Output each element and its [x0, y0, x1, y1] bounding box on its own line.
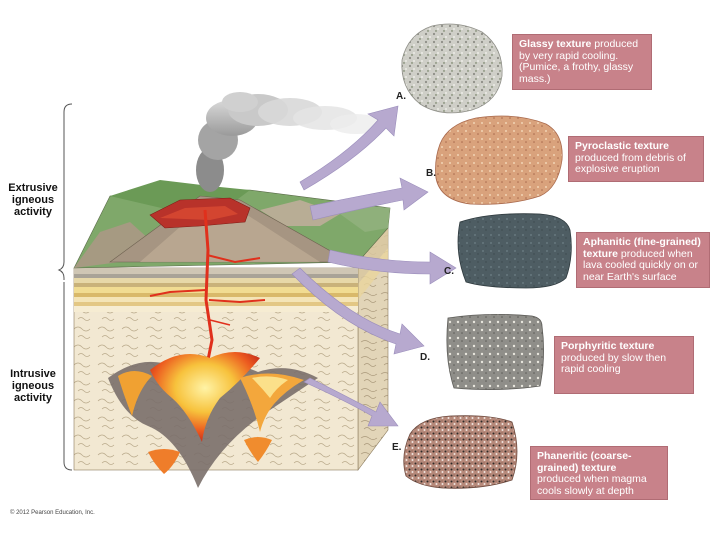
extrusive-label-line-2: igneous [11, 194, 55, 206]
caption-porphyritic: Porphyritic texture produced by slow the… [554, 336, 694, 394]
extrusive-label-line-3: activity [14, 206, 52, 218]
arrow-e [303, 377, 399, 427]
caption-glassy-text: produced by very rapid cooling. (Pumice,… [519, 38, 639, 85]
intrusive-bracket [63, 282, 73, 471]
caption-porphyritic-title: Porphyritic texture [561, 340, 655, 352]
caption-phaneritic-title: Phaneritic (coarse-grained) texture [537, 450, 632, 474]
intrusive-label-line-3: activity [14, 392, 52, 404]
caption-phaneritic-text: produced when magma cools slowly at dept… [537, 473, 647, 497]
letter-a: A. [396, 91, 406, 102]
caption-pyroclastic-title: Pyroclastic texture [575, 140, 669, 152]
letter-c: C. [444, 266, 454, 277]
letter-d: D. [420, 352, 430, 363]
arrow-c [327, 249, 457, 285]
intrusive-label: Intrusive igneous activity [2, 368, 64, 404]
arrow-a [299, 105, 399, 191]
caption-porphyritic-text: produced by slow then rapid cooling [561, 351, 667, 375]
intrusive-label-line-1: Intrusive [10, 368, 56, 380]
extrusive-label-line-1: Extrusive [8, 182, 58, 194]
caption-pyroclastic: Pyroclastic texture produced from debris… [568, 136, 704, 182]
intrusive-label-line-2: igneous [11, 380, 55, 392]
texture-arrows [291, 105, 457, 427]
caption-glassy-title: Glassy texture [519, 38, 592, 50]
letter-e: E. [392, 442, 402, 453]
rock-sample-glassy [401, 23, 503, 114]
rock-sample-phaneritic [403, 415, 518, 489]
caption-aphanitic: Aphanitic (fine-grained) texture produce… [576, 232, 710, 288]
arrow-d [291, 267, 425, 355]
caption-glassy: Glassy texture produced by very rapid co… [512, 34, 652, 90]
rock-sample-porphyritic [446, 314, 544, 390]
arrow-b [309, 177, 429, 221]
caption-pyroclastic-text: produced from debris of explosive erupti… [575, 151, 686, 175]
extrusive-bracket [57, 103, 73, 280]
magma-chambers [108, 352, 318, 488]
caption-aphanitic-text: produced when lava cooled quickly on or … [583, 247, 698, 283]
rock-sample-pyroclastic [435, 115, 563, 205]
caption-phaneritic: Phaneritic (coarse-grained) texture prod… [530, 446, 668, 500]
letter-b: B. [426, 168, 436, 179]
eruption-plume [196, 92, 382, 192]
caption-aphanitic-title: Aphanitic (fine-grained) texture [583, 236, 701, 260]
rock-sample-aphanitic [457, 213, 572, 289]
magma-conduit [203, 209, 214, 361]
extrusive-label: Extrusive igneous activity [2, 182, 64, 218]
copyright-notice: © 2012 Pearson Education, Inc. [10, 510, 95, 516]
